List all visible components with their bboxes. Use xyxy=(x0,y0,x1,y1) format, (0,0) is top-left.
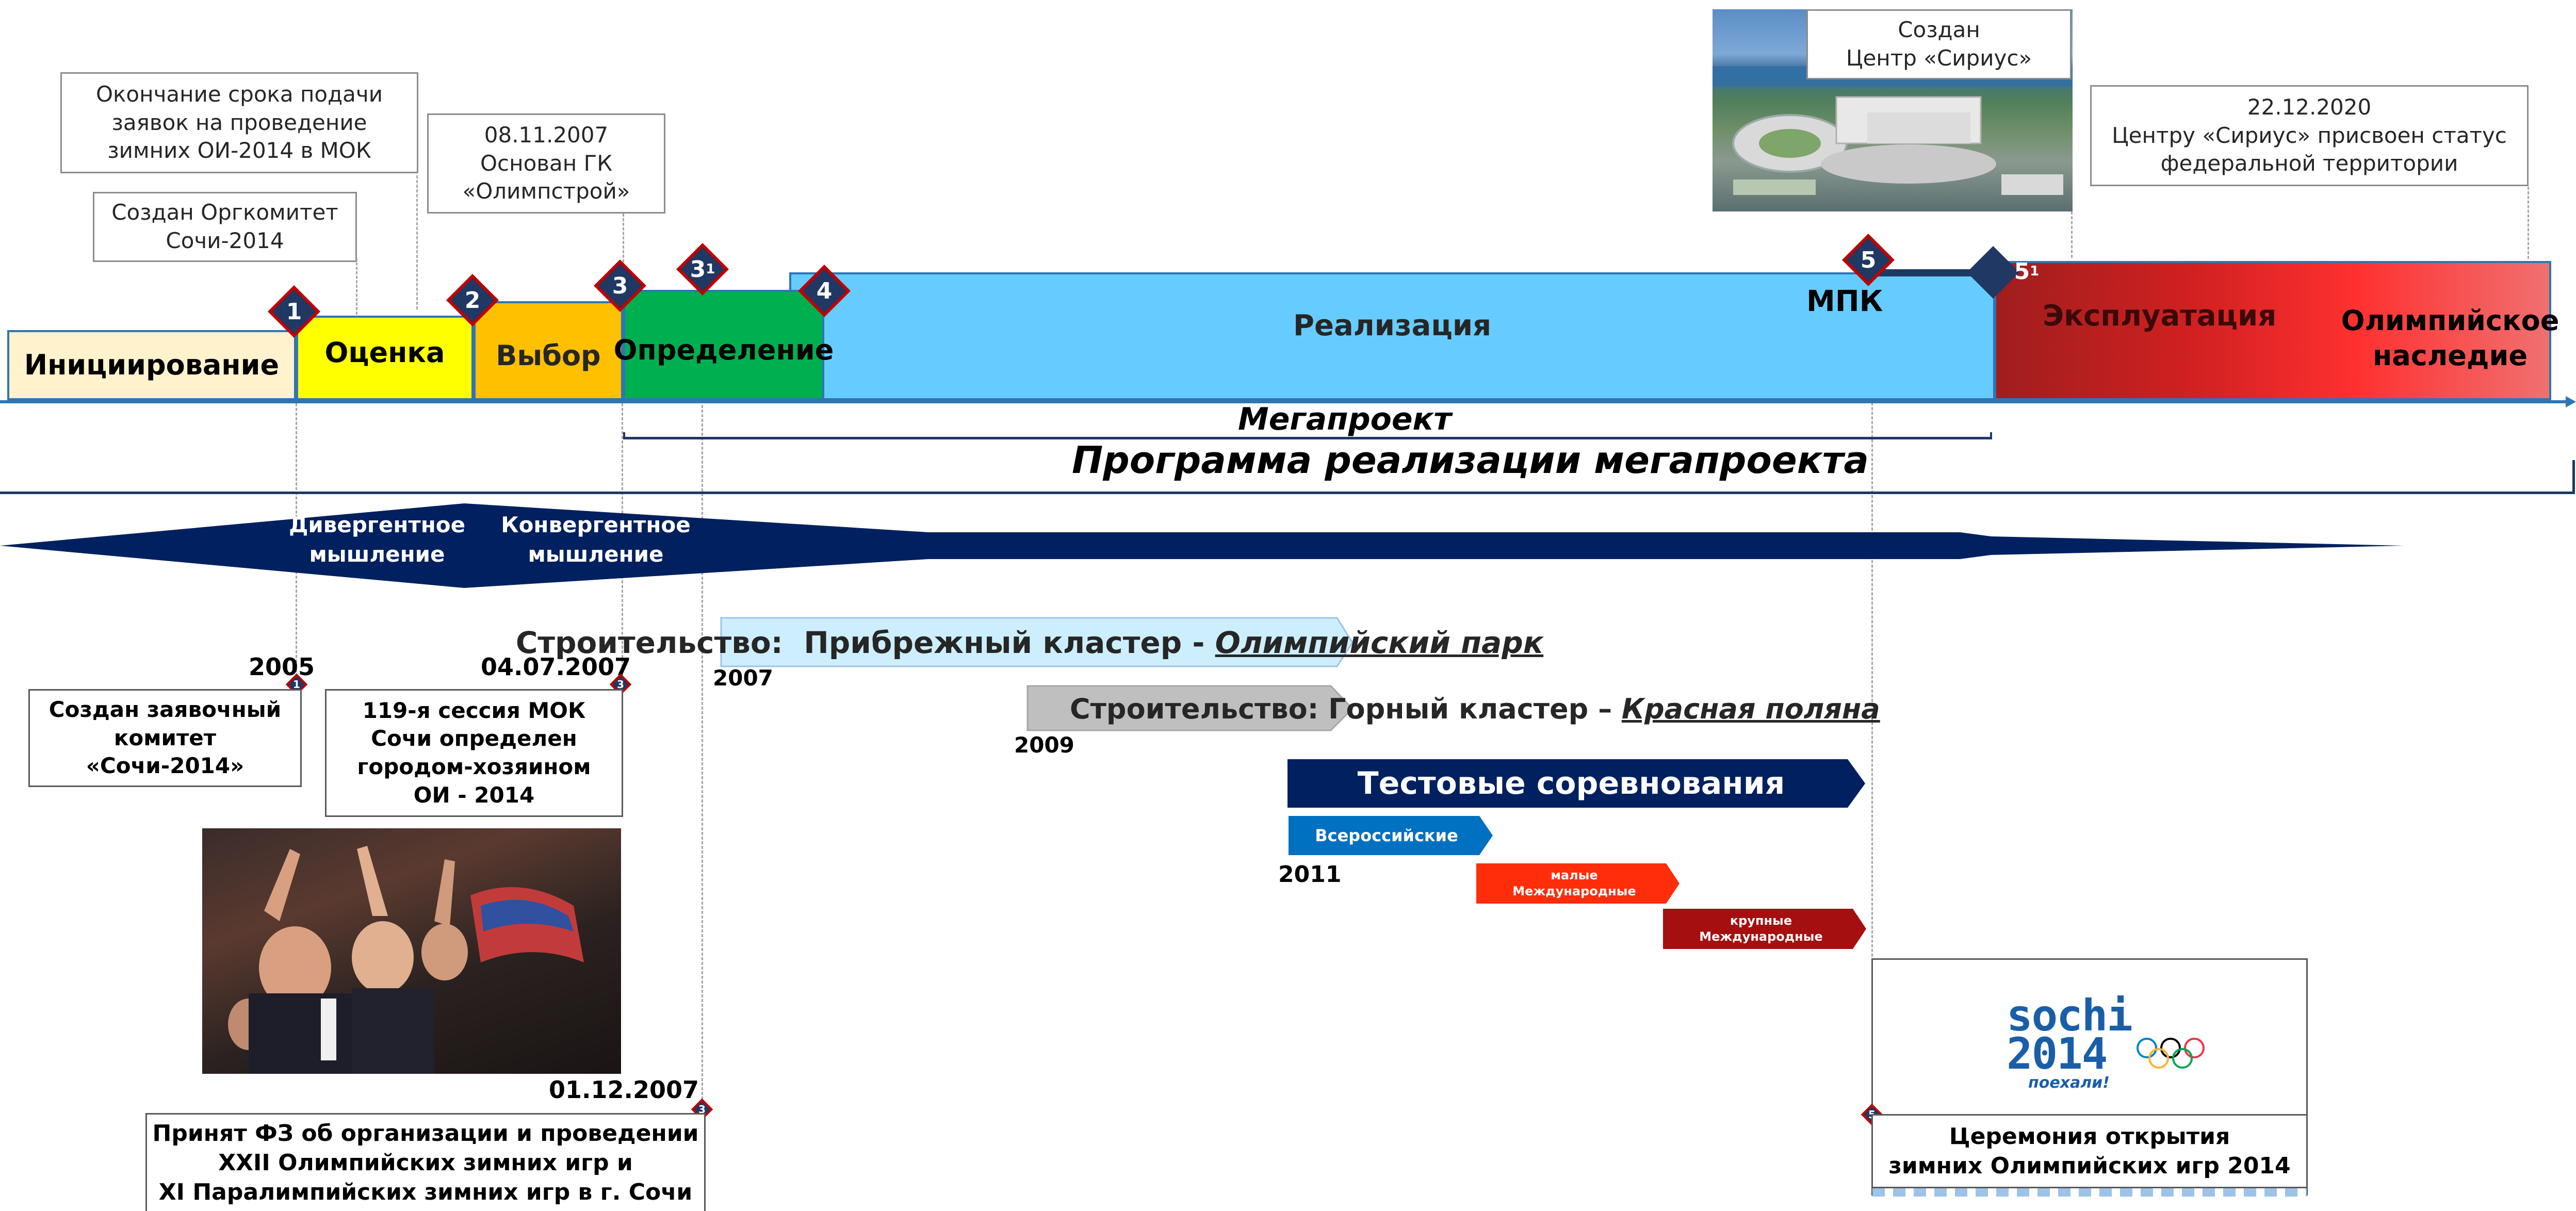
coastal-year: 2007 xyxy=(713,665,773,691)
event-1-number: 1 xyxy=(293,678,300,691)
megaproject-label: Мегапроект xyxy=(1238,401,1452,437)
celebration-photo-art xyxy=(228,846,584,1074)
note-olympstroy: 08.11.2007 Основан ГК «Олимпстрой» xyxy=(427,113,665,214)
sochi-logo-tagline: поехали! xyxy=(2028,1074,2110,1092)
tests-title: Тестовые соревнования xyxy=(1357,765,1785,801)
mountain-arrow xyxy=(1026,685,1354,731)
phase-initiation-label: Инициирование xyxy=(24,349,280,382)
phase-initiation: Инициирование xyxy=(7,330,296,400)
guide-line-5 xyxy=(1871,268,1873,1114)
mountain-emphasis: Красная поляна xyxy=(1621,692,1880,725)
olympic-rings-icon xyxy=(2137,1038,2205,1069)
coastal-label: Строительство: Прибрежный кластер - Олим… xyxy=(516,617,1543,668)
event-3-number: 3 xyxy=(617,678,624,691)
coastal-emphasis: Олимпийский парк xyxy=(1215,625,1544,660)
guide-line-olympstroy xyxy=(623,214,624,281)
event-2007-07-box: 119-я сессия МОК Сочи определен городом-… xyxy=(325,689,623,817)
event-2007-07-date: 04.07.2007 xyxy=(481,653,631,681)
note-orgcommittee: Создан Оргкомитет Сочи-2014 xyxy=(93,192,357,262)
phase-definition: Определение xyxy=(614,290,834,400)
guide-line-federal xyxy=(2528,187,2529,259)
opening-ceremony-box: Церемония открытия зимних Олимпийских иг… xyxy=(1871,1114,2308,1188)
divergent-thinking-label: Дивергентное мышление xyxy=(288,512,466,567)
small-intl-label: малые Международные xyxy=(1512,868,1636,898)
tests-arrow xyxy=(1287,759,1865,808)
all-russian-arrow xyxy=(1289,816,1493,855)
guide-line-sirius xyxy=(2071,211,2073,258)
guide-line-3 xyxy=(622,315,623,686)
phase-operation xyxy=(1994,261,2551,400)
event-2005-year: 2005 xyxy=(249,653,315,681)
event-3-1-number: 3 xyxy=(698,1103,706,1116)
milestone-3-1-sup: 1 xyxy=(706,261,715,277)
event-2007-12-date: 01.12.2007 xyxy=(549,1076,699,1104)
large-intl-label: крупные Международные xyxy=(1699,913,1823,944)
phase-realization: Реализация xyxy=(789,272,1995,400)
mountain-label: Строительство: Горный кластер – Красная … xyxy=(1026,685,1880,732)
opening-card-stripe xyxy=(1872,1188,2307,1197)
milestone-3-1-digit: 3 xyxy=(690,256,706,283)
mountain-prefix: Строительство: Горный кластер – xyxy=(1070,692,1622,725)
note-bid-deadline: Окончание срока подачи заявок на проведе… xyxy=(60,72,418,173)
phase-definition-label: Определение xyxy=(613,334,834,367)
thinking-arrow xyxy=(0,503,2404,588)
phase-selection: Выбор xyxy=(474,301,623,400)
sochi-logo-line2: 2014 xyxy=(2007,1028,2108,1079)
milestone-5-number: 5 xyxy=(1860,247,1877,273)
phase-legacy-label: Олимпийское наследие xyxy=(2341,304,2559,372)
coastal-arrow xyxy=(720,617,1354,667)
phase-evaluation: Оценка xyxy=(296,316,474,400)
timeline-axis-arrow xyxy=(2566,396,2576,407)
sochi-logo-line1: sochi xyxy=(2007,990,2133,1041)
milestone-3-number: 3 xyxy=(612,272,628,299)
phase-realization-label: Реализация xyxy=(1293,309,1492,342)
convergent-thinking-label: Конвергентное мышление xyxy=(501,512,691,567)
sochi-logo: sochi 2014 поехали! xyxy=(2007,990,2213,1094)
megaproject-bracket xyxy=(623,432,1992,439)
guide-line-orgcommittee xyxy=(416,175,418,309)
phase-selection-label: Выбор xyxy=(496,339,601,372)
event-2005-box: Создан заявочный комитет «Сочи-2014» xyxy=(28,689,302,787)
mpk-label: МПК xyxy=(1806,285,1883,318)
milestone-5-1-digit: 5 xyxy=(2014,258,2030,285)
large-intl-arrow xyxy=(1663,909,1866,949)
phase-evaluation-label: Оценка xyxy=(324,336,445,369)
program-label: Программа реализации мегапроекта xyxy=(1072,438,1869,482)
milestone-4-number: 4 xyxy=(816,277,833,304)
phase-operation-label: Эксплуатация xyxy=(2043,299,2277,333)
tests-year: 2011 xyxy=(1278,861,1342,888)
milestone-2-number: 2 xyxy=(464,287,481,314)
milestone-5-1-sup: 1 xyxy=(2030,264,2040,279)
mountain-year: 2009 xyxy=(1014,732,1074,758)
celebration-photo xyxy=(202,828,621,1074)
milestone-1-number: 1 xyxy=(286,298,302,325)
mpk-connector xyxy=(1872,269,1996,276)
coastal-prefix: Строительство: Прибрежный кластер - xyxy=(515,625,1215,660)
timeline-axis xyxy=(0,400,2569,403)
event-2007-12-box: Принят ФЗ об организации и проведении XX… xyxy=(145,1113,706,1211)
guide-line-3-1 xyxy=(702,289,703,1109)
all-russian-label: Всероссийские xyxy=(1315,826,1458,845)
program-bracket xyxy=(0,460,2575,494)
divergent-wedge xyxy=(0,503,2404,588)
small-intl-arrow xyxy=(1476,863,1680,904)
note-federal-territory: 22.12.2020 Центру «Сириус» присвоен стат… xyxy=(2090,85,2529,186)
note-sirius-created: Создан Центр «Сириус» xyxy=(1806,9,2072,79)
guide-line-deadline xyxy=(356,258,357,315)
guide-line-1 xyxy=(296,315,297,686)
